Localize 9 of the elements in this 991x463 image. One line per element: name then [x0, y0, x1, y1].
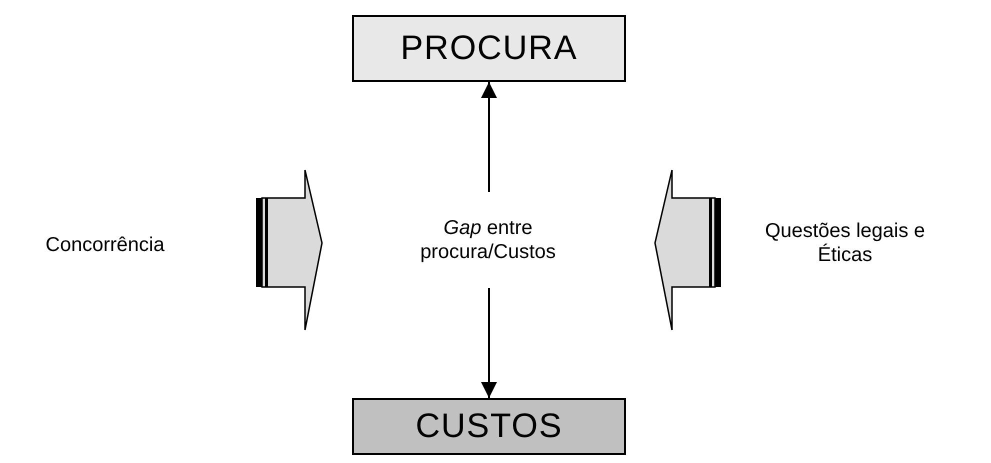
box-label: PROCURA: [400, 28, 578, 69]
node-label: Questões legais e Éticas: [764, 219, 926, 267]
process-box: [352, 15, 626, 82]
node-label: Gap entre procura/Custos: [419, 216, 557, 264]
box-label: CUSTOS: [415, 406, 563, 447]
arrow: [481, 288, 497, 398]
node-label: Concorrência: [46, 233, 164, 257]
process-box: [352, 398, 626, 455]
arrow: [481, 82, 497, 192]
